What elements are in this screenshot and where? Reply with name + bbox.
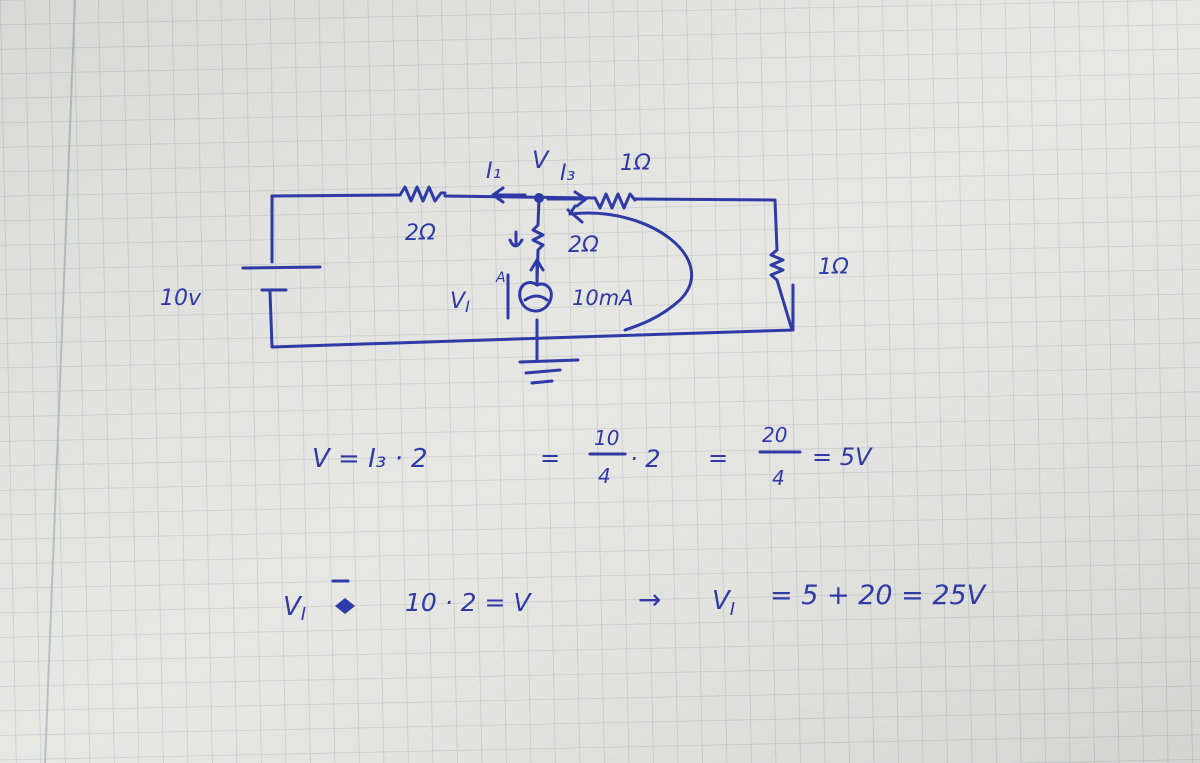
label-r-middle: 2Ω [568,233,599,258]
eq2-lhs: VI [283,592,306,625]
label-source-voltage: 10v [160,286,202,311]
ground-symbol [518,358,580,385]
label-a: A [495,270,506,286]
equation-line-1: V = I₃ · 2 = 10 4 · 2 = 20 4 = 5V [312,423,873,490]
wire-left [270,193,402,264]
frac1-numerator: 10 [594,426,619,450]
eq2-result: = 5 + 20 = 25V [770,580,988,611]
loop-arrow [566,204,694,332]
label-i1: I₁ [486,159,501,184]
label-r-left: 2Ω [405,221,436,246]
eq1-result: = 5V [812,443,873,471]
circuit-diagram: 10v 2Ω 1Ω 2Ω 1Ω 10mA I₁ V I₃ VI A [160,146,849,385]
arrow-i3 [546,190,588,208]
label-vi: VI [450,289,470,316]
eq1-equals-1: = [540,444,560,472]
arrow-i1 [491,186,527,204]
eq1-lhs: V = I₃ · 2 [312,444,428,474]
label-r-right: 1Ω [818,255,849,280]
frac1-denominator: 4 [598,464,611,488]
eq1-times-2: · 2 [630,445,661,473]
label-r-top-right: 1Ω [620,151,651,176]
arrow-down-middle [508,230,524,248]
eq2-middle: 10 · 2 = V [405,588,532,617]
label-current-source: 10mA [572,286,634,310]
resistor-top-right-1ohm [593,192,637,210]
label-i3: I₃ [560,161,575,186]
eq1-equals-2: = [708,444,728,472]
label-v-node: V [532,146,550,174]
scribbled-mark [335,598,355,614]
battery-long-plate [241,265,322,270]
eq2-arrow: → [638,583,661,616]
resistor-left-2ohm [398,185,447,203]
wire-bottom [268,283,795,349]
frac2-denominator: 4 [772,466,785,490]
eq2-rhs: VI [712,586,735,620]
current-source [518,281,553,362]
wire-middle-branch [531,196,545,287]
resistor-right-1ohm [769,248,794,332]
equation-line-2: VI 10 · 2 = V → VI = 5 + 20 = 25V [283,579,988,625]
wire-top-right [633,197,779,252]
current-source-arrow [529,258,545,282]
frac2-numerator: 20 [762,423,787,447]
